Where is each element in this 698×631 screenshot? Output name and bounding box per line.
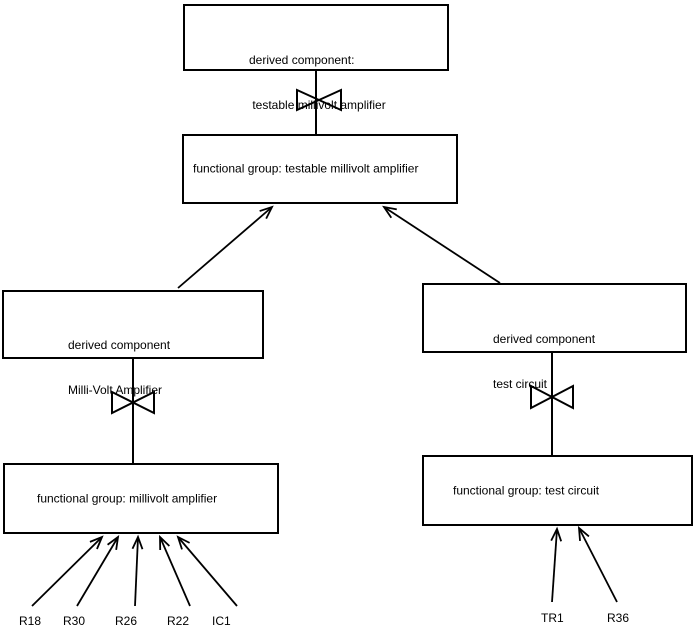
component-label-r30: R30 — [63, 614, 86, 628]
arrow-ic1 — [176, 535, 238, 607]
component-label-tr1: TR1 — [541, 611, 564, 625]
box-fg-test-circuit: functional group: test circuit — [422, 455, 693, 526]
box-derived-mva-line1: derived component — [68, 338, 171, 352]
decomposition-bowtie-icon-left — [111, 390, 155, 415]
arrow-r36 — [577, 525, 618, 603]
arrow-r26 — [131, 534, 144, 607]
box-derived-test-circuit-line1: derived component — [493, 332, 596, 346]
component-label-r22: R22 — [167, 614, 190, 628]
decomposition-bowtie-icon-top — [296, 88, 342, 112]
box-derived-mva: derived component Milli-Volt Amplifier — [2, 290, 264, 397]
component-label-r18: R18 — [19, 614, 42, 628]
decomposition-bowtie-icon-right — [530, 384, 574, 410]
arrow-test-to-fg-testable — [382, 205, 501, 284]
box-derived-testable-mva-line1: derived component: — [249, 53, 355, 67]
box-fg-testable-mva: functional group: testable millivolt amp… — [182, 134, 458, 204]
box-derived-test-circuit: derived component test circuit — [422, 283, 687, 391]
arrow-mva-to-fg-testable — [177, 205, 274, 289]
arrow-r18 — [31, 535, 104, 607]
component-label-r36: R36 — [607, 611, 630, 625]
box-derived-testable-mva-line2: testable millivolt amplifier — [249, 98, 386, 112]
component-label-r26: R26 — [115, 614, 138, 628]
box-fg-mva: functional group: millivolt amplifier — [3, 463, 279, 534]
box-derived-testable-mva: derived component: testable millivolt am… — [183, 4, 449, 112]
box-fg-testable-mva-label: functional group: testable millivolt amp… — [193, 161, 419, 176]
arrow-tr1 — [550, 526, 563, 603]
arrow-r30 — [76, 534, 120, 607]
box-fg-mva-label: functional group: millivolt amplifier — [37, 491, 218, 505]
box-fg-test-circuit-label: functional group: test circuit — [453, 483, 600, 497]
box-derived-mva-line2: Milli-Volt Amplifier — [68, 383, 163, 397]
component-label-ic1: IC1 — [212, 614, 231, 628]
box-derived-test-circuit-line2: test circuit — [493, 377, 548, 391]
arrow-r22 — [159, 534, 191, 607]
